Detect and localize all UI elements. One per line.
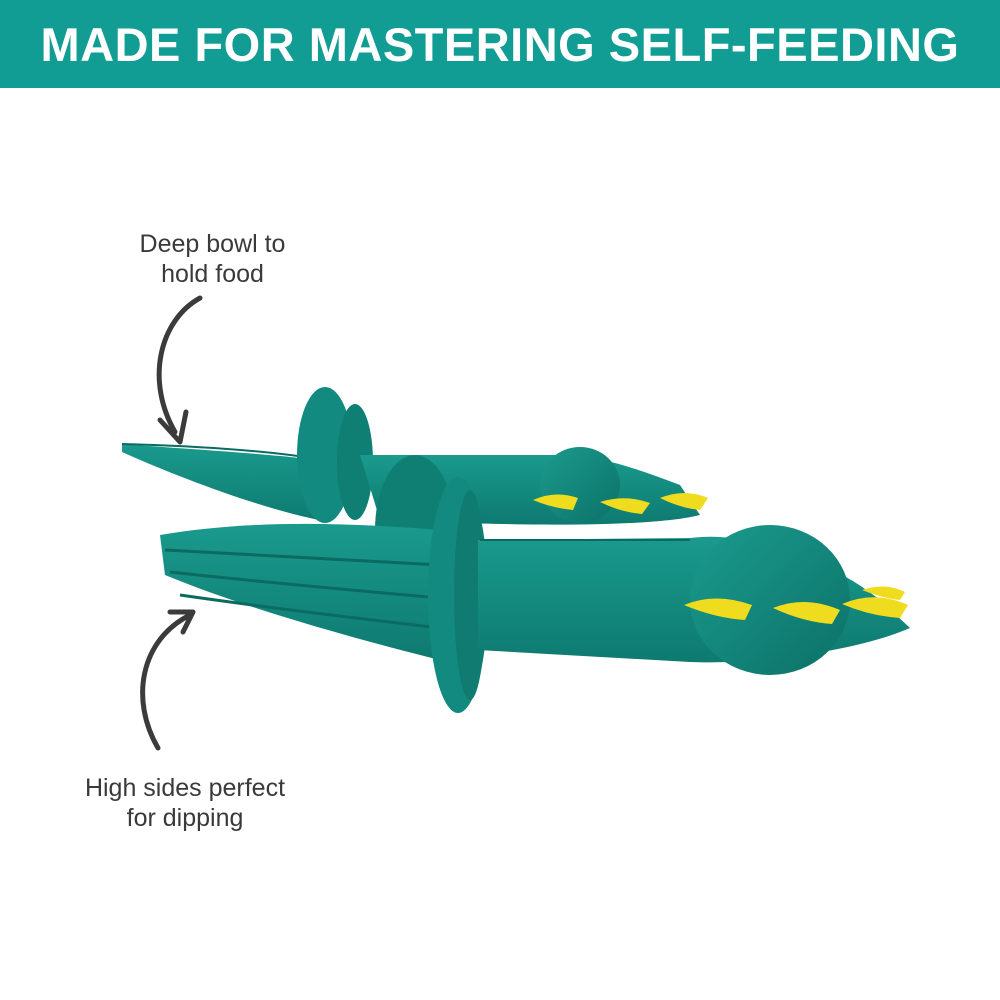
callout-high-sides-line2: for dipping [126,804,244,832]
fork [160,455,910,713]
callout-deep-bowl: Deep bowl to hold food [95,229,330,289]
header-banner: MADE FOR MASTERING SELF-FEEDING [0,0,1000,88]
callout-deep-bowl-line2: hold food [161,260,264,288]
callout-high-sides-line1: High sides perfect [84,774,286,802]
callout-high-sides: High sides perfect for dipping [60,773,310,833]
curved-arrow-up-icon [140,609,196,751]
callout-deep-bowl-line1: Deep bowl to [139,230,286,258]
curved-arrow-down-icon [156,295,203,445]
banner-title: MADE FOR MASTERING SELF-FEEDING [40,17,960,71]
